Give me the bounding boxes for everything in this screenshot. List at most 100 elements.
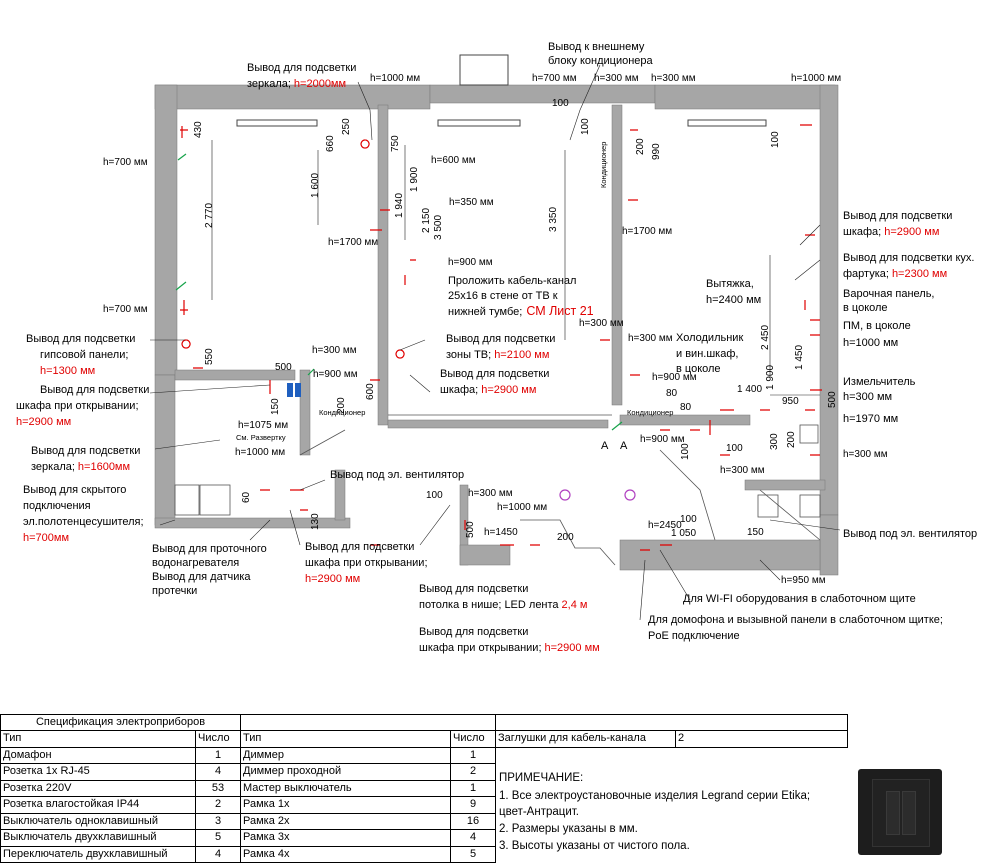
spec-title: Спецификация электроприборов: [0, 713, 241, 732]
wall-left-lower: [154, 374, 176, 526]
dim-1940: 1 940: [394, 193, 405, 218]
dim-200a: 200: [336, 397, 347, 414]
leader-lines: [149, 64, 841, 621]
label-a: А: [601, 440, 609, 452]
ac-unit-3: Кондиционер: [599, 142, 608, 188]
callout-wopen2-1: Вывод для подсветки: [305, 541, 414, 553]
callout-tv-1: Вывод для подсветки: [446, 333, 555, 345]
wall-bath-bottom: [154, 517, 351, 529]
callout-cable-1: Проложить кабель-канал: [448, 275, 576, 287]
table-row: Спецификация электроприборов: [0, 713, 848, 732]
dimension-lines: [211, 140, 820, 396]
callout-wopen2-h: h=2900 мм: [305, 573, 360, 585]
dim-100g: 100: [680, 443, 691, 460]
dim-200c: 200: [786, 431, 797, 448]
walls: [154, 84, 839, 576]
callout-hob-2: в цоколе: [843, 302, 888, 314]
dim-750: 750: [390, 135, 401, 152]
tv-outlet: [287, 383, 301, 397]
dim-80a: 80: [666, 388, 678, 399]
dim-990: 990: [651, 143, 662, 160]
dim-500c: 500: [465, 521, 476, 538]
callout-intercom-1: Для домофона и вызывной панели в слабото…: [648, 614, 943, 626]
h-1970: h=1970 мм: [843, 413, 898, 425]
electrical-symbols: [180, 124, 822, 551]
wall-bath-div: [334, 469, 346, 521]
h-900-b: h=900 мм: [652, 372, 697, 383]
callout-apron-2: фартука;h=2300 мм: [843, 268, 947, 280]
switch-sample-image: [858, 769, 942, 855]
callout-wopen-h: h=2900 мм: [16, 416, 71, 428]
spec-table: Спецификация электроприборов Тип Число Т…: [0, 713, 848, 863]
h-300-f: h=300 мм: [468, 488, 513, 499]
dim-100d: 100: [726, 443, 743, 454]
callout-mirror-1: Вывод для подсветки: [247, 62, 356, 74]
callout-vent-1: Вывод под эл. вентилятор: [330, 469, 464, 481]
window-1: [236, 119, 318, 127]
wall-top-mid: [429, 84, 656, 104]
dim-100e: 100: [426, 490, 443, 501]
callout-cable-2: 25х16 в стене от ТВ к: [448, 290, 558, 302]
wall-top-right: [654, 84, 836, 110]
callout-ac-1: Вывод к внешнему: [548, 41, 645, 53]
dim-1450: 1 450: [794, 345, 805, 370]
wall-bath-top: [174, 369, 296, 381]
h-300-d: h=300 мм: [628, 333, 673, 344]
dim-600: 600: [365, 383, 376, 400]
dim-1900b: 1 900: [765, 365, 776, 390]
table-row: Тип Число Тип Число Заглушки для кабель-…: [0, 730, 848, 748]
dim-80b: 80: [680, 402, 692, 413]
callout-wopen-1: Вывод для подсветки: [40, 384, 149, 396]
callout-ceiling-1: Вывод для подсветки: [419, 583, 528, 595]
callout-fridge-3: в цоколе: [676, 363, 721, 375]
h-1700-r: h=1700 мм: [622, 226, 672, 237]
wall-mid-1: [377, 104, 389, 426]
green-outlets: [175, 153, 623, 431]
h-700-left-mid: h=700 мм: [103, 304, 148, 315]
callout-mirror-2: зеркала;h=2000мм: [247, 78, 346, 90]
h-300-c: h=300 мм: [579, 318, 624, 329]
h-350: h=350 мм: [449, 197, 494, 208]
h-700-ac: h=700 мм: [532, 73, 577, 84]
callout-cable-3: нижней тумбе;СМ Лист 21: [448, 304, 594, 318]
dim-130: 130: [310, 513, 321, 530]
dim-150: 150: [270, 398, 281, 415]
windows: [236, 54, 767, 127]
wall-corridor: [387, 419, 609, 429]
dim-500a: 500: [275, 362, 292, 373]
callout-grinder: Измельчитель: [843, 376, 916, 388]
h-1000-bath: h=1000 мм: [235, 447, 285, 458]
dim-2150: 2 150: [421, 208, 432, 233]
ac-unit-2: Кондиционер: [627, 408, 673, 417]
callout-ac-2: блоку кондиционера: [548, 55, 654, 67]
callout-wardrobe-2: шкафа;h=2900 мм: [440, 384, 536, 396]
callout-gypsum-h: h=1300 мм: [40, 365, 95, 377]
callout-towel-3: эл.полотенцесушителя;: [23, 516, 144, 528]
dim-300: 300: [769, 433, 780, 450]
callout-mirror2-1: Вывод для подсветки: [31, 445, 140, 457]
col-type: Тип: [0, 730, 196, 748]
dim-250: 250: [341, 118, 352, 135]
h-1700-l: h=1700 мм: [328, 237, 378, 248]
wall-pantry: [744, 479, 826, 491]
h-1450: h=1450: [484, 527, 518, 538]
h-1000-top-r: h=1000 мм: [791, 73, 841, 84]
h-1000-top-l: h=1000 мм: [370, 73, 420, 84]
h-300-b: h=300 мм: [651, 73, 696, 84]
callout-kwardrobe-2: шкафа;h=2900 мм: [843, 226, 939, 238]
plugs-label: Заглушки для кабель-канала: [495, 730, 676, 748]
dim-200b: 200: [635, 138, 646, 155]
callout-hood-2: h=2400 мм: [706, 294, 761, 306]
callout-fridge-1: Холодильник: [676, 332, 743, 344]
callout-leak-2: протечки: [152, 585, 197, 597]
wall-mid-2: [611, 104, 623, 406]
wall-top-left: [154, 84, 431, 110]
see-scan: См. Развертку: [236, 433, 286, 442]
wall-right: [819, 84, 839, 516]
callout-vent-2: Вывод под эл. вентилятор: [843, 528, 977, 540]
